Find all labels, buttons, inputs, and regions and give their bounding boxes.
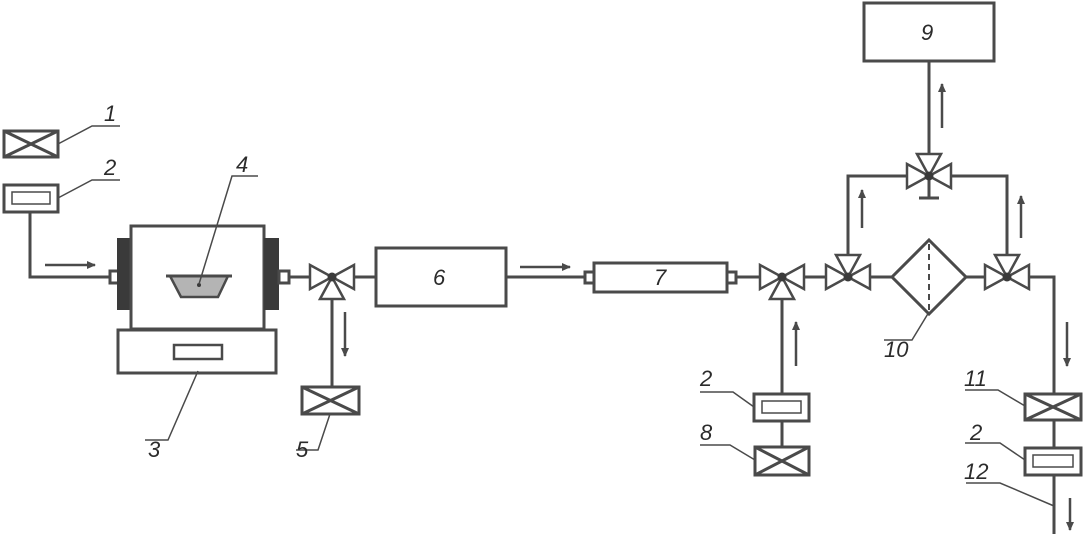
inlet-pipe bbox=[28, 212, 110, 279]
bypass-pipe-right bbox=[951, 174, 1009, 255]
label-2-inlet: 2 bbox=[103, 155, 116, 180]
three-way-valve-a bbox=[308, 262, 356, 301]
rotameter-outlet bbox=[1023, 446, 1083, 477]
tube-7 bbox=[583, 261, 738, 294]
exhaust-flow-controller bbox=[300, 385, 361, 416]
label-5: 5 bbox=[296, 437, 309, 462]
label-2-outlet: 2 bbox=[969, 420, 982, 445]
crucible bbox=[166, 274, 232, 299]
label-4: 4 bbox=[236, 152, 248, 177]
valve-d bbox=[983, 253, 1031, 292]
flow-controller-11 bbox=[1023, 392, 1083, 422]
inlet-rotameter bbox=[2, 183, 60, 214]
unit-9-box bbox=[862, 1, 996, 63]
inlet-flow-controller bbox=[2, 129, 60, 159]
furnace bbox=[108, 224, 291, 375]
label-10: 10 bbox=[884, 337, 909, 362]
label-8: 8 bbox=[700, 420, 713, 445]
leader-lines bbox=[57, 125, 1055, 507]
three-way-valve-b bbox=[758, 262, 806, 301]
bypass-pipe-left bbox=[846, 174, 907, 255]
rotameter-b bbox=[752, 392, 811, 423]
label-11: 11 bbox=[964, 366, 987, 391]
label-7: 7 bbox=[654, 265, 667, 290]
valve-e bbox=[905, 152, 953, 200]
label-9: 9 bbox=[921, 20, 933, 45]
outlet-pipe bbox=[1029, 275, 1056, 394]
label-1: 1 bbox=[104, 101, 116, 126]
label-6: 6 bbox=[433, 265, 446, 290]
label-12: 12 bbox=[964, 459, 988, 484]
filter-10 bbox=[889, 237, 969, 317]
valve-c bbox=[824, 253, 872, 292]
label-3: 3 bbox=[148, 437, 161, 462]
flow-controller-8 bbox=[753, 445, 811, 477]
label-2-middle: 2 bbox=[699, 366, 712, 391]
